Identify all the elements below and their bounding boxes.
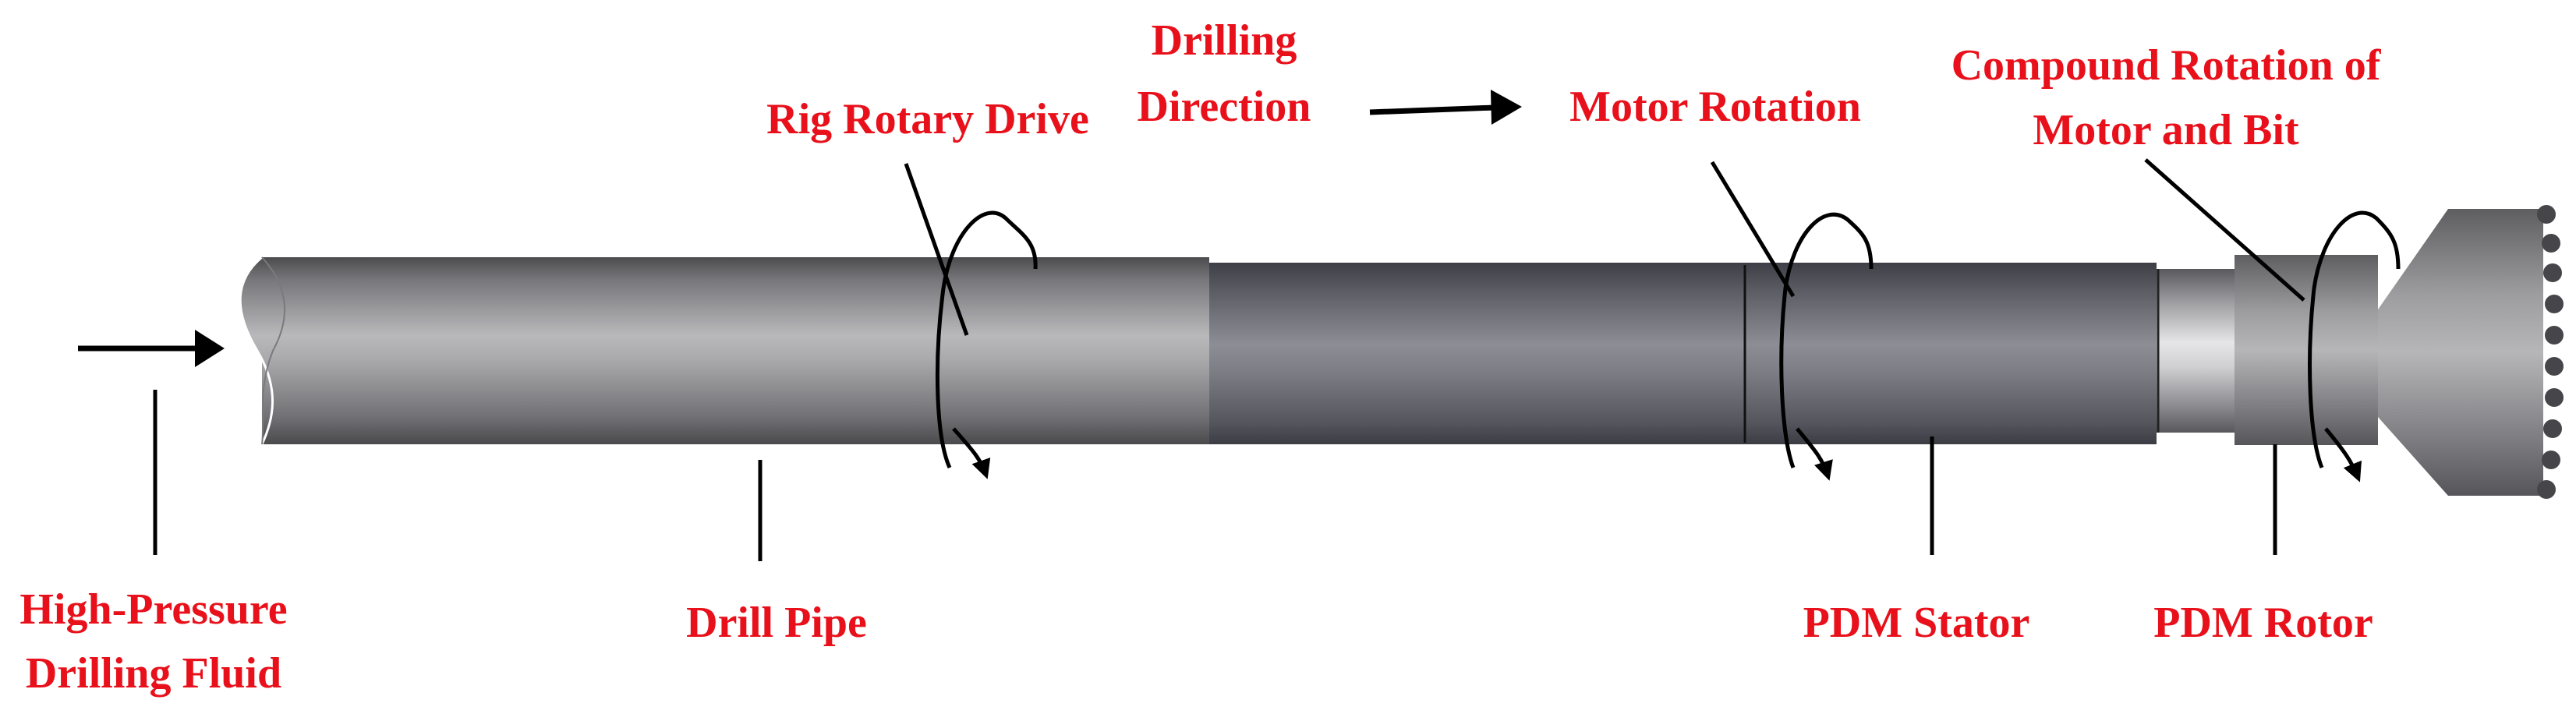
rig-rotary-drive-rotation-icon (935, 210, 1038, 479)
motor-rotation-icon (1779, 212, 1874, 481)
leader-motor-rotation (1710, 161, 1796, 298)
leader-compound-rotation (2144, 158, 2305, 302)
label-pdm-stator: PDM Stator (1803, 599, 2030, 647)
compound-rotation-icon (2308, 210, 2401, 482)
pdm-rotor-body (2157, 255, 2378, 445)
label-drilling-direction-line2: Direction (1138, 83, 1311, 131)
drilling-direction-arrow-icon (1369, 90, 1522, 125)
label-pdm-rotor: PDM Rotor (2153, 599, 2373, 647)
drill-bit (2378, 205, 2564, 499)
label-compound-rotation-line2: Motor and Bit (2033, 106, 2299, 154)
drill-pipe (239, 256, 1209, 445)
label-drilling-direction-line1: Drilling (1152, 16, 1297, 65)
label-high-pressure-line1: High-Pressure (19, 585, 287, 634)
label-rig-rotary-drive: Rig Rotary Drive (766, 95, 1089, 143)
fluid-flow-arrow-icon (78, 330, 225, 367)
label-drill-pipe: Drill Pipe (686, 599, 867, 647)
leader-lines (153, 158, 2305, 561)
label-motor-rotation: Motor Rotation (1569, 83, 1861, 131)
pdm-stator-body (1209, 263, 2157, 444)
label-high-pressure-line2: Drilling Fluid (26, 649, 281, 698)
label-compound-rotation-line1: Compound Rotation of (1951, 41, 2382, 90)
leader-rig-rotary (904, 163, 969, 336)
